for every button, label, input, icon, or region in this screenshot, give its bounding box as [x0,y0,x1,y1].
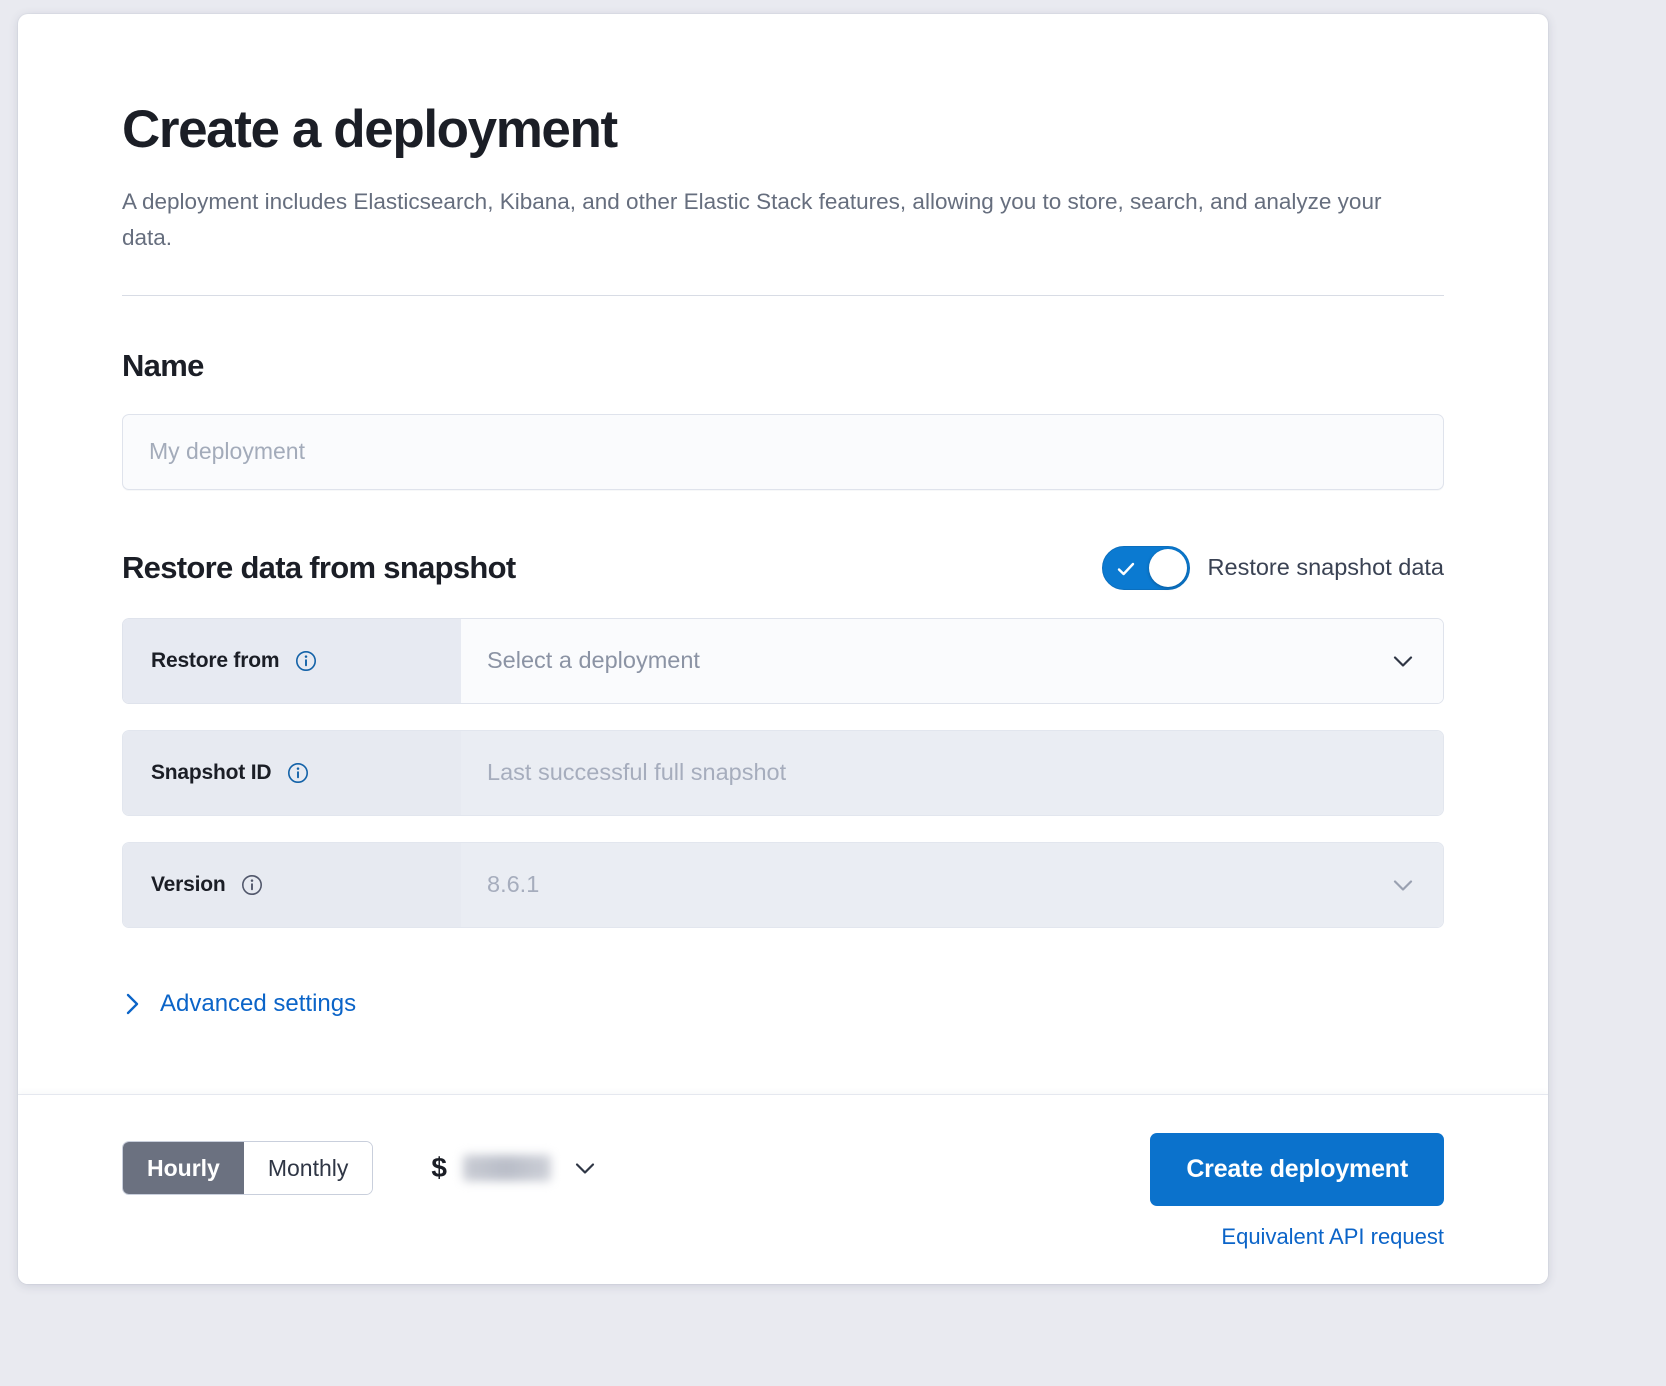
version-label-cell: Version [123,842,461,927]
form-body: Create a deployment A deployment include… [18,14,1548,1094]
restore-from-value: Select a deployment [487,647,700,674]
page-title: Create a deployment [122,100,618,159]
snapshot-id-value: Last successful full snapshot [487,759,787,786]
advanced-settings-label: Advanced settings [160,989,357,1017]
version-value: 8.6.1 [487,871,540,898]
name-section-title: Name [122,347,204,383]
restore-from-label-cell: Restore from [123,618,461,703]
footer-left-group: Hourly Monthly $ [122,1133,599,1195]
restore-section-header: Restore data from snapshot Restore snaps… [122,545,1444,590]
deployment-name-placeholder: My deployment [149,438,305,465]
price-value-redacted [462,1155,551,1181]
version-row: Version 8.6.1 [122,841,1444,928]
footer-bar: Hourly Monthly $ Create deployment Equiv… [18,1094,1548,1284]
billing-option-hourly[interactable]: Hourly [123,1142,244,1194]
toggle-knob [1148,548,1187,587]
restore-section-title: Restore data from snapshot [122,549,516,585]
billing-period-segmented-control: Hourly Monthly [122,1141,374,1195]
restore-from-row: Restore from Select a deployment [122,617,1444,704]
restore-from-label: Restore from [151,648,280,672]
create-deployment-window: Create a deployment A deployment include… [18,14,1548,1284]
equivalent-api-request-link[interactable]: Equivalent API request [1221,1224,1444,1249]
snapshot-id-input[interactable]: Last successful full snapshot [461,730,1443,815]
header-divider [122,294,1444,296]
info-circle-icon[interactable] [287,762,309,784]
version-label: Version [151,872,226,896]
restore-snapshot-toggle[interactable] [1101,545,1190,590]
chevron-down-icon [1393,879,1413,891]
info-circle-icon[interactable] [241,874,263,896]
chevron-right-icon [126,993,139,1014]
chevron-down-icon [1393,655,1413,667]
page-description: A deployment includes Elasticsearch, Kib… [122,188,1382,251]
restore-from-select[interactable]: Select a deployment [461,618,1443,703]
chevron-down-icon [575,1163,595,1174]
restore-toggle-label: Restore snapshot data [1207,554,1444,581]
check-icon [1117,562,1134,575]
restore-form-rows: Restore from Select a deployment [122,617,1444,928]
advanced-settings-toggle[interactable]: Advanced settings [122,990,356,1018]
billing-option-monthly[interactable]: Monthly [243,1142,373,1194]
name-section: Name My deployment [122,348,1444,490]
price-summary[interactable]: $ [431,1152,599,1184]
create-deployment-button[interactable]: Create deployment [1150,1133,1444,1206]
restore-toggle-group: Restore snapshot data [1101,545,1444,590]
deployment-name-input[interactable]: My deployment [122,413,1444,490]
snapshot-id-row: Snapshot ID Last successful full snapsho… [122,729,1444,816]
snapshot-id-label: Snapshot ID [151,760,272,784]
info-circle-icon[interactable] [295,650,317,672]
snapshot-id-label-cell: Snapshot ID [123,730,461,815]
footer-right-group: Create deployment Equivalent API request [1150,1133,1444,1250]
version-select[interactable]: 8.6.1 [461,842,1443,927]
price-currency: $ [431,1152,447,1183]
